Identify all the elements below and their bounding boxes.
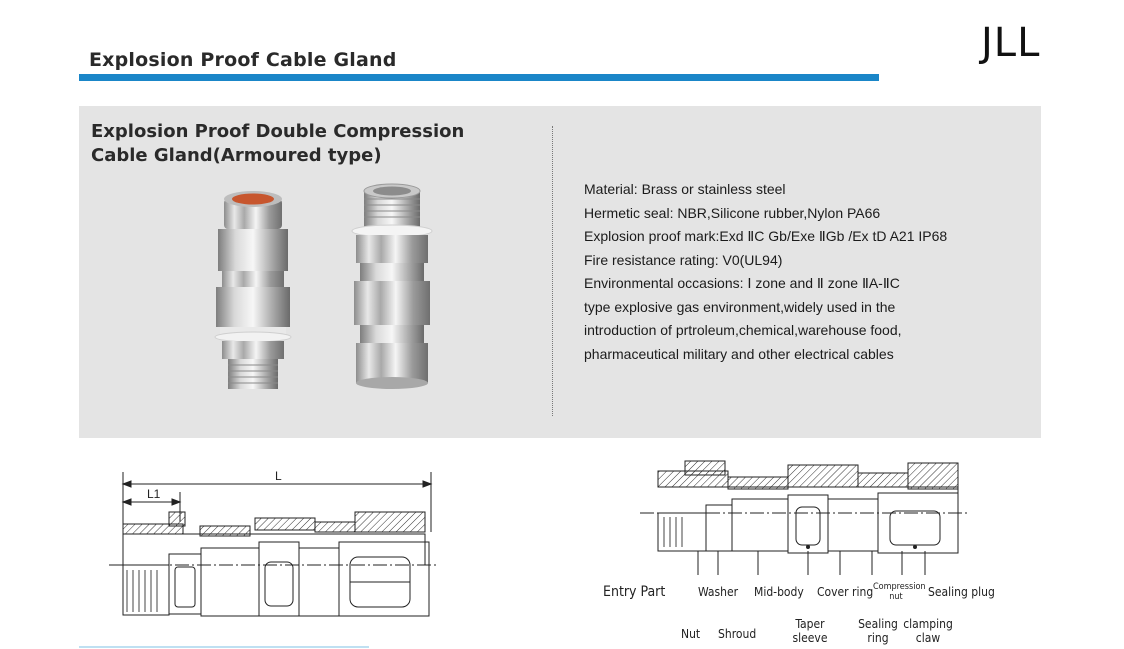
label-sealing-plug: Sealing plug bbox=[928, 585, 995, 599]
product-title-line1: Explosion Proof Double Compression bbox=[91, 121, 465, 142]
dim-label-L1: L1 bbox=[147, 487, 161, 501]
label-washer: Washer bbox=[698, 585, 739, 599]
product-title: Explosion Proof Double Compression Cable… bbox=[91, 120, 531, 168]
product-title-line2: Cable Gland(Armoured type) bbox=[91, 145, 382, 166]
spec-list: Material: Brass or stainless steel Herme… bbox=[584, 178, 1034, 366]
label-entry-part: Entry Part bbox=[603, 584, 666, 600]
spec-environment-line4: pharmaceutical military and other electr… bbox=[584, 345, 894, 362]
product-photo bbox=[214, 183, 433, 389]
spec-hermetic-seal: Hermetic seal: NBR,Silicone rubber,Nylon… bbox=[584, 204, 881, 221]
label-clamping-claw: clamping claw bbox=[903, 617, 953, 645]
panel-divider bbox=[552, 126, 553, 416]
spec-environment-line2: type explosive gas environment,widely us… bbox=[584, 298, 896, 315]
label-sealing-ring: Sealing ring bbox=[858, 617, 898, 645]
title-underline-bar bbox=[79, 74, 879, 81]
dimension-drawing: L L1 bbox=[109, 469, 439, 617]
spec-material: Material: Brass or stainless steel bbox=[584, 181, 786, 197]
label-compression-nut: Compression nut bbox=[873, 582, 926, 602]
label-cover-ring: Cover ring bbox=[817, 585, 874, 599]
product-panel: Explosion Proof Double Compression Cable… bbox=[79, 106, 1041, 438]
page-title: Explosion Proof Cable Gland bbox=[89, 49, 397, 71]
label-mid-body: Mid-body bbox=[754, 585, 804, 599]
label-nut: Nut bbox=[681, 627, 701, 641]
label-shroud: Shroud bbox=[718, 627, 757, 641]
dim-label-L: L bbox=[275, 469, 282, 483]
spec-environment-line3: introduction of prtroleum,chemical,wareh… bbox=[584, 322, 902, 338]
label-taper-sleeve: Taper sleeve bbox=[792, 617, 828, 645]
spec-fire-resistance: Fire resistance rating: V0(UL94) bbox=[584, 251, 783, 268]
gland-left bbox=[214, 191, 292, 389]
spec-explosion-proof-mark: Explosion proof mark:Exd ⅡC Gb/Exe ⅡGb /… bbox=[584, 228, 948, 244]
gland-right bbox=[351, 183, 433, 389]
brand-logo-text: JLL bbox=[981, 20, 1041, 66]
exploded-drawing bbox=[640, 460, 970, 575]
spec-environment-line1: Environmental occasions: Ⅰ zone and Ⅱ zo… bbox=[584, 275, 900, 291]
footer-rule bbox=[79, 646, 369, 648]
